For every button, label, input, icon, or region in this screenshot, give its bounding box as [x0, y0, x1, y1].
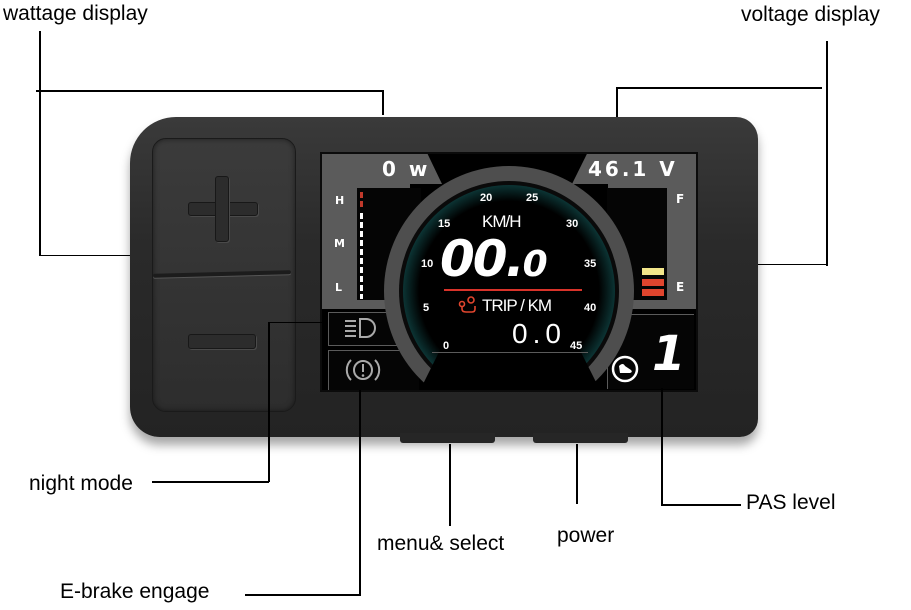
gauge-bottom-cut: [418, 350, 602, 390]
power-button[interactable]: [533, 433, 628, 443]
speed-integer: 00.: [440, 230, 525, 288]
power-scale-l: L: [335, 281, 343, 294]
leader-line-voltage-h1: [616, 87, 822, 89]
battery-seg-red-2: [642, 289, 664, 296]
power-bar-level: [360, 213, 363, 299]
trip-label: TRIP / KM: [482, 296, 552, 315]
brake-warning-icon: [345, 359, 381, 381]
minus-button[interactable]: [188, 334, 256, 349]
tick-0: 0: [443, 340, 450, 352]
power-scale-m: M: [334, 237, 345, 250]
menu-select-button[interactable]: [400, 433, 495, 443]
power-bar-level-high: [360, 192, 363, 210]
leader-line-wattage-h1: [36, 90, 383, 92]
leader-line-pas-v: [661, 388, 663, 506]
wattage-display-label: wattage display: [3, 2, 148, 25]
leader-line-night-h2: [152, 481, 269, 483]
power-scale-h: H: [335, 194, 345, 207]
gauge-bottom-line: [432, 352, 588, 353]
leader-line-ebrake-v: [359, 390, 361, 595]
leader-line-wattage-v2: [382, 90, 384, 115]
pas-level-label: PAS level: [746, 491, 836, 514]
tick-5: 5: [423, 302, 430, 314]
battery-scale-full: F: [676, 192, 685, 206]
speed-underline: [444, 289, 582, 291]
pas-level-value: 1: [652, 326, 686, 382]
tick-20: 20: [480, 192, 493, 204]
leader-line-night-v: [268, 322, 270, 482]
leader-line-voltage-v: [826, 41, 828, 266]
tick-10: 10: [421, 258, 434, 270]
battery-seg-yellow: [642, 268, 664, 275]
leader-line-wattage-v: [39, 31, 41, 256]
power-label: power: [557, 524, 615, 547]
tick-40: 40: [584, 302, 597, 314]
tick-30: 30: [566, 218, 579, 230]
battery-seg-red-1: [642, 279, 664, 286]
pas-boot-icon: [611, 355, 639, 383]
wattage-header: [322, 154, 442, 184]
night-mode-label: night mode: [29, 472, 133, 495]
speed-decimal: 0: [522, 244, 548, 285]
leader-line-voltage-v2: [616, 87, 618, 117]
ebrake-label: E-brake engage: [60, 580, 210, 603]
leader-line-pas-h: [661, 504, 741, 506]
leader-line-night-h1: [268, 322, 324, 323]
menu-select-label: menu& select: [377, 532, 505, 555]
plus-icon[interactable]: [215, 176, 229, 242]
leader-line-power-v: [576, 444, 578, 504]
tick-15: 15: [438, 218, 451, 230]
voltage-header: [572, 154, 696, 184]
voltage-value: 46.1 V: [588, 157, 678, 181]
speed-value: 00.0: [440, 234, 548, 284]
trip-value: 0.0: [512, 318, 566, 349]
leader-line-menu-v: [449, 444, 451, 526]
tick-45: 45: [570, 340, 583, 352]
speed-unit: KM/H: [482, 212, 521, 231]
wattage-value: 0 w: [382, 157, 431, 181]
battery-scale-empty: E: [676, 280, 685, 294]
tick-35: 35: [584, 258, 597, 270]
lcd-screen: 0 w 46.1 V H M L F E 1 0 5: [320, 152, 698, 392]
headlight-icon[interactable]: [342, 317, 378, 339]
leader-line-ebrake-h: [245, 594, 361, 596]
tick-25: 25: [526, 192, 539, 204]
route-icon: [458, 296, 476, 313]
voltage-display-label: voltage display: [741, 3, 880, 26]
